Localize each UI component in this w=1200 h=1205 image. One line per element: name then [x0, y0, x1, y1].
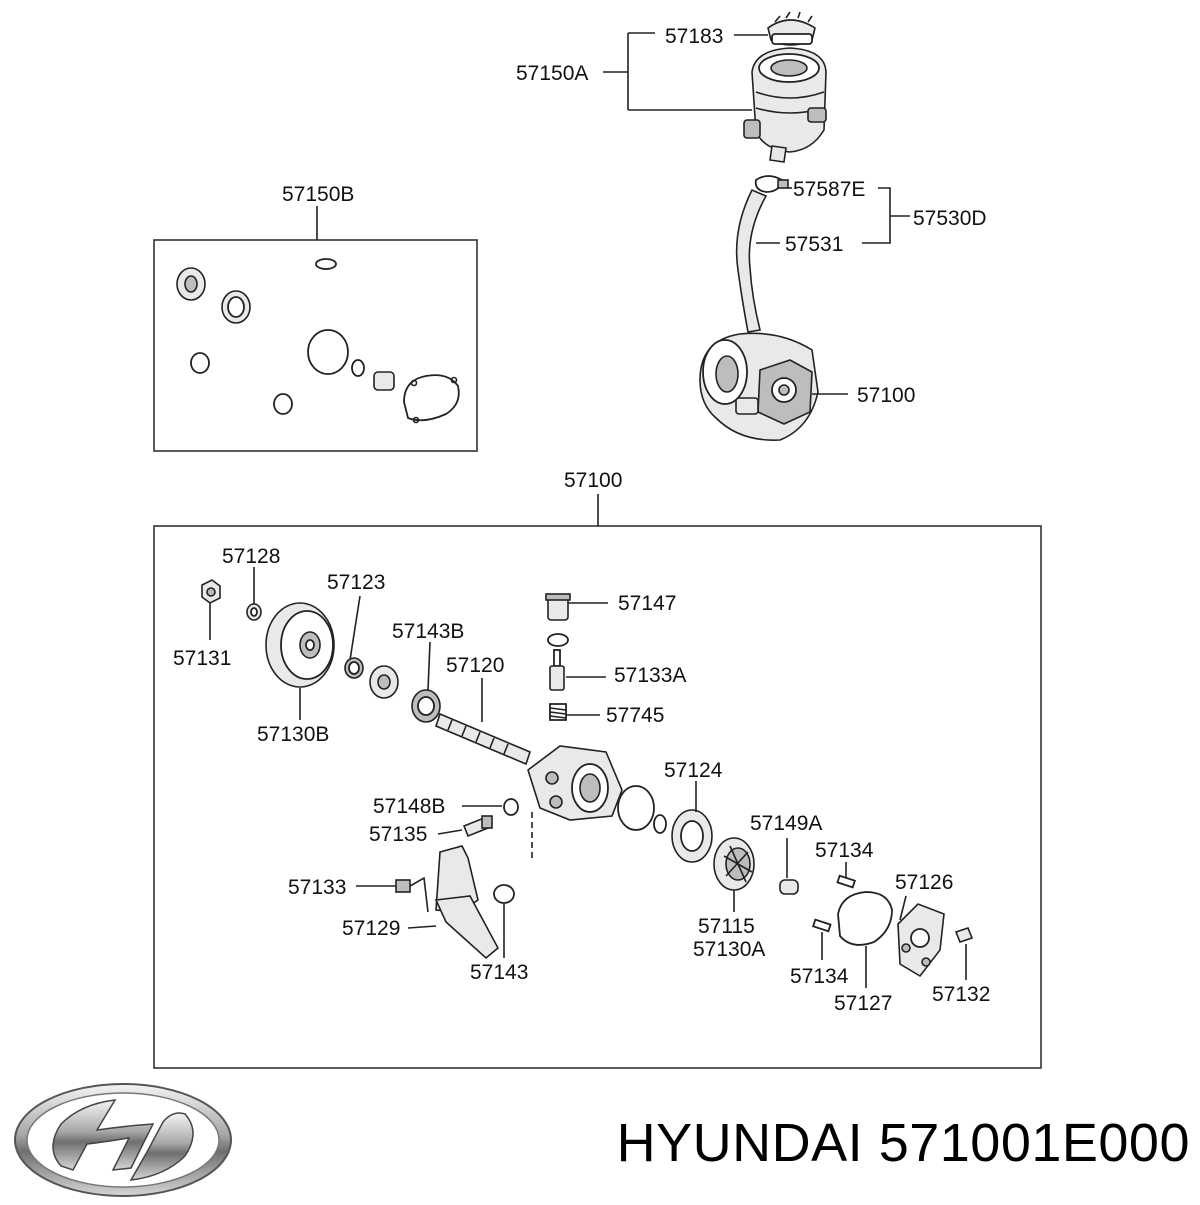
label-57100-box: 57100 — [564, 469, 622, 492]
seal-kit-parts — [176, 258, 460, 424]
label-57530D: 57530D — [913, 207, 987, 230]
label-57133: 57133 — [288, 876, 346, 899]
footer-title: HYUNDAI 571001E000 — [520, 1108, 1190, 1178]
label-57124: 57124 — [664, 759, 723, 782]
label-57129: 57129 — [342, 917, 400, 940]
leader-lines-box — [209, 567, 967, 988]
label-57143B: 57143B — [392, 620, 464, 643]
label-57127: 57127 — [834, 992, 892, 1015]
label-57100-top: 57100 — [857, 384, 915, 407]
label-57126: 57126 — [895, 871, 953, 894]
label-57587E: 57587E — [793, 178, 865, 201]
part-labels: 57183 57150A 57150B 57587E 57530D 57531 … — [173, 25, 990, 1015]
label-57120: 57120 — [446, 654, 504, 677]
leader-lines-top — [603, 32, 910, 395]
label-57134-upper: 57134 — [815, 839, 874, 862]
pump-exploded-parts — [201, 579, 974, 978]
label-57531: 57531 — [785, 233, 843, 256]
hose-clamp-57587E — [754, 175, 789, 193]
label-57143: 57143 — [470, 961, 528, 984]
label-57130B: 57130B — [257, 723, 329, 746]
reservoir-tank-57150A — [743, 47, 827, 163]
pump-assembly-57100-top — [699, 332, 819, 441]
label-57150A: 57150A — [516, 62, 588, 85]
part-number: 571001E000 — [878, 1113, 1190, 1173]
hose-57531 — [735, 188, 768, 333]
seal-kit-box-57150B — [153, 239, 478, 452]
reservoir-cap-57183 — [767, 11, 816, 46]
label-57147: 57147 — [618, 592, 676, 615]
label-57150B: 57150B — [282, 183, 354, 206]
label-57123: 57123 — [327, 571, 385, 594]
label-57745: 57745 — [606, 704, 664, 727]
label-57148B: 57148B — [373, 795, 445, 818]
label-57134-lower: 57134 — [790, 965, 849, 988]
label-57130A: 57130A — [693, 938, 765, 961]
label-57135: 57135 — [369, 823, 427, 846]
label-57183: 57183 — [665, 25, 723, 48]
label-57131: 57131 — [173, 647, 231, 670]
label-57133A: 57133A — [614, 664, 686, 687]
label-57149A: 57149A — [750, 812, 822, 835]
label-57132: 57132 — [932, 983, 990, 1006]
label-57115: 57115 — [698, 915, 755, 938]
brand-name: HYUNDAI — [616, 1113, 864, 1173]
hyundai-logo-icon — [14, 1083, 232, 1197]
label-57128: 57128 — [222, 545, 280, 568]
